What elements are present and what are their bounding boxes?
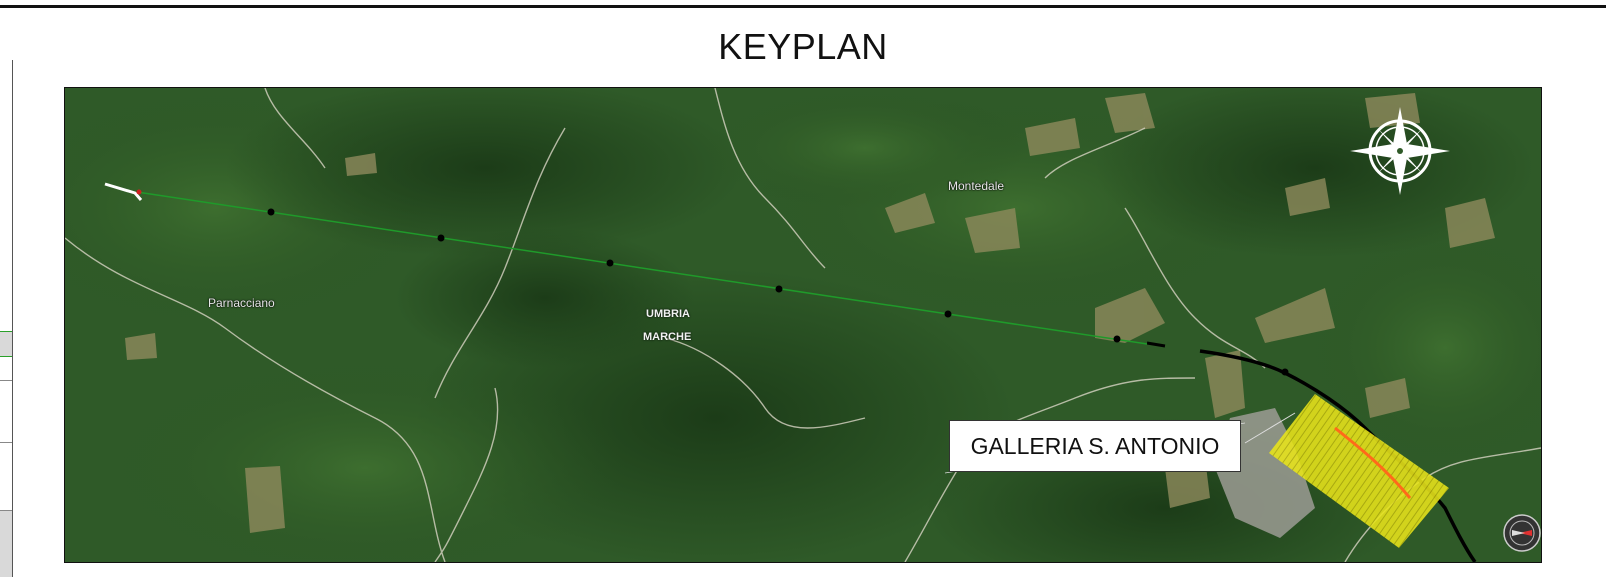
tunnel-zone bbox=[1269, 394, 1449, 548]
title-block-edge bbox=[0, 60, 13, 577]
existing-alignment bbox=[1146, 341, 1477, 562]
place-label-montedale: Montedale bbox=[948, 179, 1005, 193]
satellite-keyplan-map: Montedale Parnacciano UMBRIA MARCHE GALL… bbox=[64, 87, 1542, 563]
place-label-parnacciano: Parnacciano bbox=[208, 296, 275, 310]
frame-row-line bbox=[0, 442, 12, 443]
roads bbox=[65, 88, 1541, 562]
map-canvas bbox=[65, 88, 1541, 562]
farmland-patches bbox=[125, 93, 1495, 533]
keyplan-title: KEYPLAN bbox=[718, 26, 888, 67]
tunnel-callout-label: GALLERIA S. ANTONIO bbox=[949, 420, 1241, 472]
north-arrow-compass-icon bbox=[1350, 107, 1450, 195]
frame-row-line bbox=[0, 356, 12, 357]
frame-row-shaded bbox=[0, 332, 12, 356]
callout-leader-line bbox=[1244, 412, 1296, 444]
navigation-compass-icon bbox=[1503, 514, 1541, 552]
proposed-alignment bbox=[104, 182, 1148, 345]
region-label-marche: MARCHE bbox=[643, 331, 692, 343]
frame-row-line bbox=[0, 510, 12, 511]
frame-row-line bbox=[0, 380, 12, 381]
top-border-line bbox=[0, 5, 1606, 8]
terrain-texture bbox=[65, 88, 1541, 562]
frame-row-line bbox=[0, 331, 12, 332]
frame-row-shaded bbox=[0, 511, 12, 577]
region-label-umbria: UMBRIA bbox=[646, 308, 690, 320]
